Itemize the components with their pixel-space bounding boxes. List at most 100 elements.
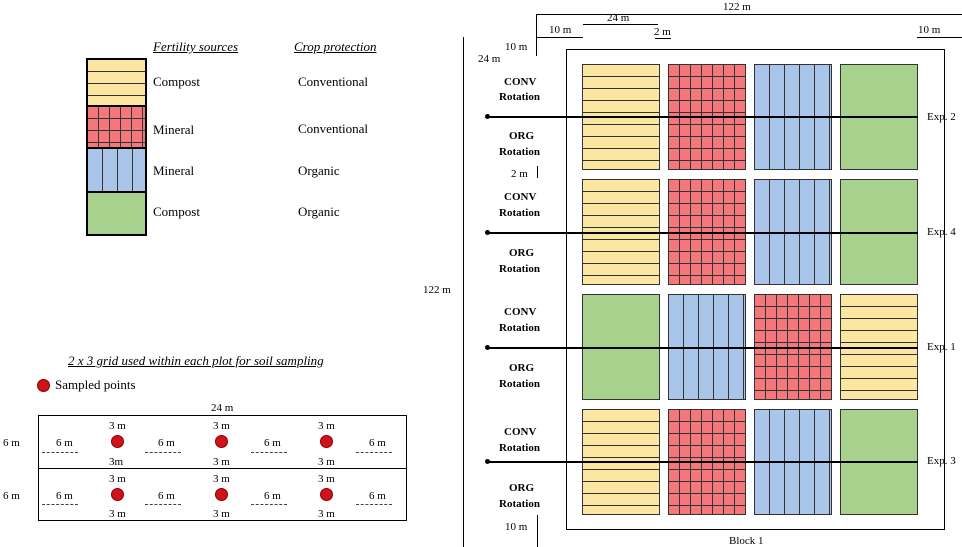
point-bottom-label: 3 m [109,508,126,520]
experiment-label: Exp. 3 [927,455,956,467]
conv-rotation-label: Rotation [499,91,540,103]
sampled-point [111,488,124,501]
conv-label: CONV [504,306,537,318]
legend-header-protection: Crop protection [294,39,377,54]
block-label: Block 1 [729,535,764,547]
point-top-label: 3 m [213,473,230,485]
org-rotation-label: Rotation [499,263,540,275]
legend-fertility-3: Mineral [153,163,195,178]
field-boundary [566,49,945,530]
legend-protection-4: Organic [298,204,340,219]
gap-label: 6 m [158,437,175,449]
sampling-title: 2 x 3 grid used within each plot for soi… [68,353,324,368]
legend-swatch-mineral-organic [86,147,147,193]
legend-swatch-compost-conventional [86,58,147,107]
gap-line [42,504,78,505]
gap-label: 6 m [264,437,281,449]
legend-swatch-compost-organic [86,191,147,236]
experiment-label: Exp. 1 [927,341,956,353]
transect-line [487,232,918,234]
dim-margin-left-line [537,37,583,38]
row1-height-label: 6 m [3,437,20,449]
legend-protection-1: Conventional [298,74,369,89]
point-top-label: 3 m [318,473,335,485]
gap-label: 6 m [158,490,175,502]
transect-line [487,347,918,349]
gap-line [145,504,181,505]
legend-protection-3: Organic [298,163,340,178]
sampling-grid-divider [38,468,407,469]
point-top-label: 3 m [213,420,230,432]
dim-plot-height: 24 m [478,53,501,65]
conv-rotation-label: Rotation [499,442,540,454]
legend-fertility-4: Compost [153,204,200,219]
row2-height-label: 6 m [3,490,20,502]
transect-line [487,461,918,463]
dim-margin-right: 10 m [918,24,941,36]
org-label: ORG [509,482,535,494]
point-bottom-label: 3 m [318,508,335,520]
sampled-point [215,488,228,501]
gap-label: 6 m [369,490,386,502]
dim-margin-bottom-line [537,515,538,547]
dim-margin-top-line [536,14,537,56]
legend-header-fertility: Fertility sources [153,39,239,54]
gap-line [251,452,287,453]
dim-total-width-line [537,14,962,15]
dim-total-height-line [463,37,464,547]
conv-rotation-label: Rotation [499,207,540,219]
point-bottom-label: 3 m [213,456,230,468]
point-bottom-label: 3m [109,456,124,468]
legend-fertility-1: Compost [153,74,200,89]
gap-line [251,504,287,505]
sampled-point [215,435,228,448]
point-bottom-label: 3 m [213,508,230,520]
gap-line [356,452,392,453]
legend-swatch-mineral-conventional [86,105,147,149]
dim-gap-line [655,38,671,39]
org-label: ORG [509,247,535,259]
gap-label: 6 m [56,437,73,449]
point-top-label: 3 m [318,420,335,432]
org-rotation-label: Rotation [499,498,540,510]
dim-gap: 2 m [654,26,671,38]
sampled-point [111,435,124,448]
dim-margin-top: 10 m [505,41,528,53]
dim-margin-bottom: 10 m [505,521,528,533]
gap-label: 6 m [264,490,281,502]
gap-line [356,504,392,505]
conv-rotation-label: Rotation [499,322,540,334]
dim-exp-gap-line [537,166,538,178]
sampled-point [320,488,333,501]
dim-exp-gap: 2 m [511,168,528,180]
gap-line [42,452,78,453]
legend-fertility-2: Mineral [153,122,195,137]
org-rotation-label: Rotation [499,146,540,158]
dim-total-height: 122 m [423,284,451,296]
point-top-label: 3 m [109,420,126,432]
conv-label: CONV [504,426,537,438]
legend-protection-2: Conventional [298,121,369,136]
transect-line [487,116,918,118]
gap-line [145,452,181,453]
point-top-label: 3 m [109,473,126,485]
sampled-points-label: Sampled points [55,377,136,392]
experiment-label: Exp. 4 [927,226,956,238]
org-label: ORG [509,362,535,374]
dim-margin-right-line [917,37,962,38]
org-label: ORG [509,130,535,142]
experiment-label: Exp. 2 [927,111,956,123]
dim-total-width: 122 m [723,1,751,13]
dim-plot-width-line [583,24,658,25]
grid-width-label: 24 m [211,402,234,414]
conv-label: CONV [504,76,537,88]
conv-label: CONV [504,191,537,203]
sampled-point [320,435,333,448]
org-rotation-label: Rotation [499,378,540,390]
point-bottom-label: 3 m [318,456,335,468]
gap-label: 6 m [369,437,386,449]
sampled-point-legend-marker [37,379,50,392]
dim-plot-width: 24 m [607,12,630,24]
gap-label: 6 m [56,490,73,502]
dim-margin-left: 10 m [549,24,572,36]
